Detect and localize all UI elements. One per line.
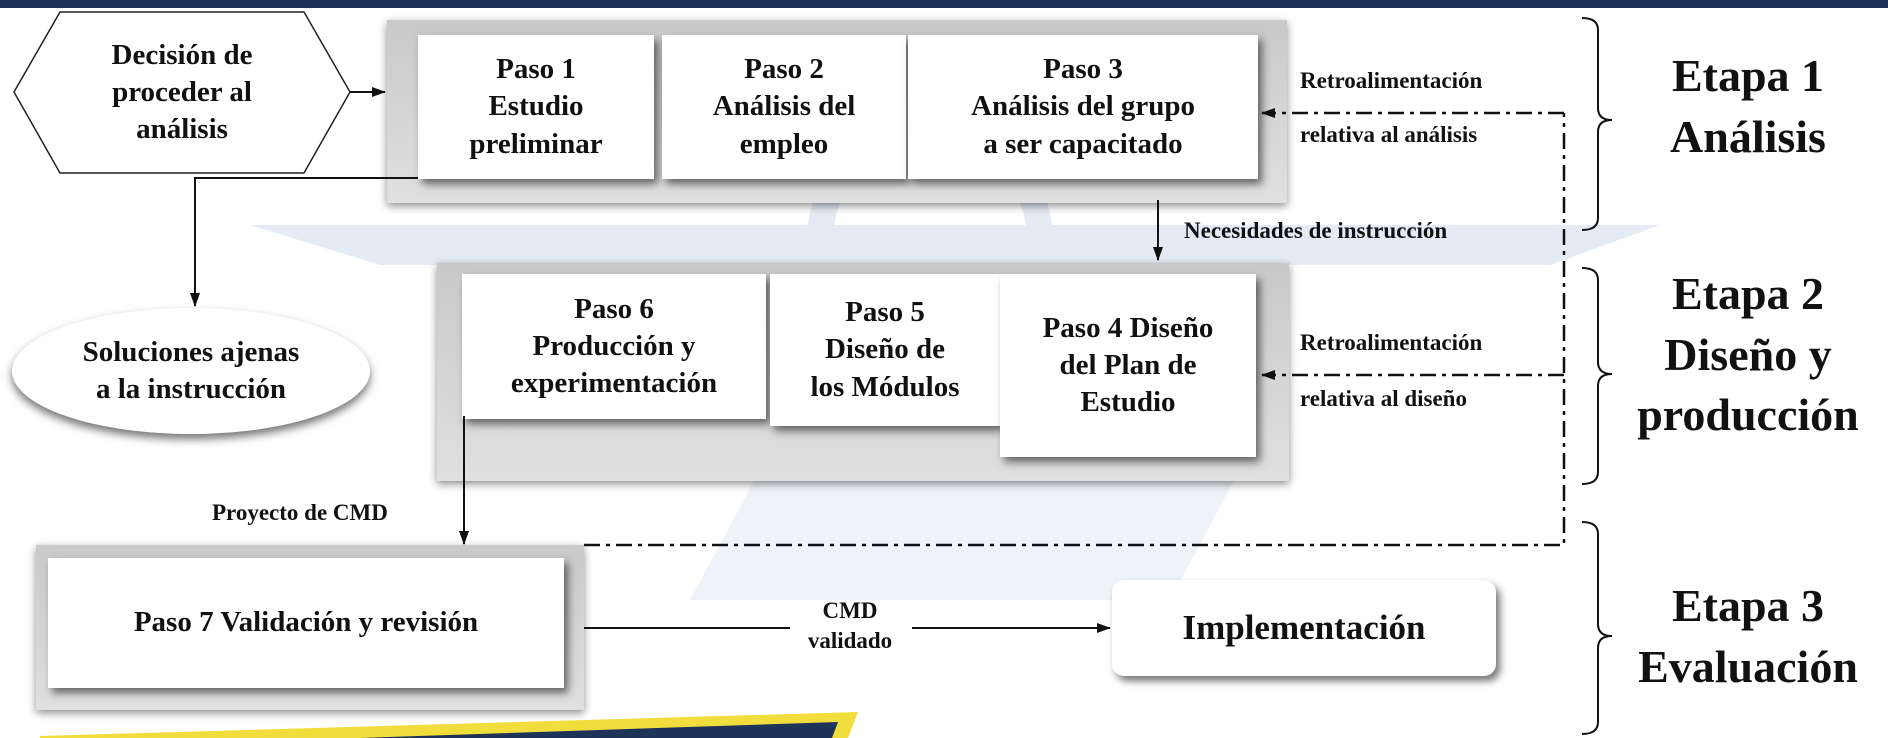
watermark-wing: [250, 225, 1660, 265]
step5-box: Paso 5 Diseño de los Módulos: [770, 274, 1000, 426]
alt-solutions-text: Soluciones ajenas a la instrucción: [82, 335, 300, 405]
feedback-analysis-label: Retroalimentación: [1300, 68, 1483, 93]
step7-box: Paso 7 Validación y revisión: [48, 558, 564, 688]
stage2-label: Etapa 2 Diseño y producción: [1637, 268, 1859, 441]
bottom-banner-navy: [360, 722, 838, 738]
decision-hexagon: [13, 11, 351, 174]
stage1-label: Etapa 1 Análisis: [1670, 50, 1826, 162]
watermark-letter-3: [690, 470, 1240, 600]
feedback-design-label-2: relativa al diseño: [1300, 386, 1467, 411]
feedback-loop-dashdot: [584, 113, 1566, 547]
decision-text: Decisión de proceder al análisis: [111, 38, 253, 146]
line-step1-to-solutions: [190, 177, 418, 307]
stage3-label: Etapa 3 Evaluación: [1638, 580, 1858, 692]
brace-stage2: [1581, 267, 1613, 485]
needs-label: Necesidades de instrucción: [1184, 218, 1448, 243]
brace-stage3: [1581, 521, 1613, 735]
project-label: Proyecto de CMD: [212, 500, 388, 525]
step4-box: Paso 4 Diseño del Plan de Estudio: [1000, 274, 1256, 457]
implementation-box: Implementación: [1112, 580, 1496, 676]
step6-box: Paso 6 Producción y experimentación: [462, 274, 766, 419]
alt-solutions-ellipse: [12, 308, 370, 434]
brace-stage1: [1581, 17, 1613, 231]
validated-label: CMD validado: [807, 598, 893, 653]
step3-box: Paso 3 Análisis del grupo a ser capacita…: [908, 35, 1258, 179]
step2-box: Paso 2 Análisis del empleo: [662, 35, 906, 179]
top-banner-bar: [0, 0, 1888, 8]
feedback-analysis-label-2: relativa al análisis: [1300, 122, 1478, 147]
step1-box: Paso 1 Estudio preliminar: [418, 35, 654, 179]
feedback-design-label: Retroalimentación: [1300, 330, 1483, 355]
